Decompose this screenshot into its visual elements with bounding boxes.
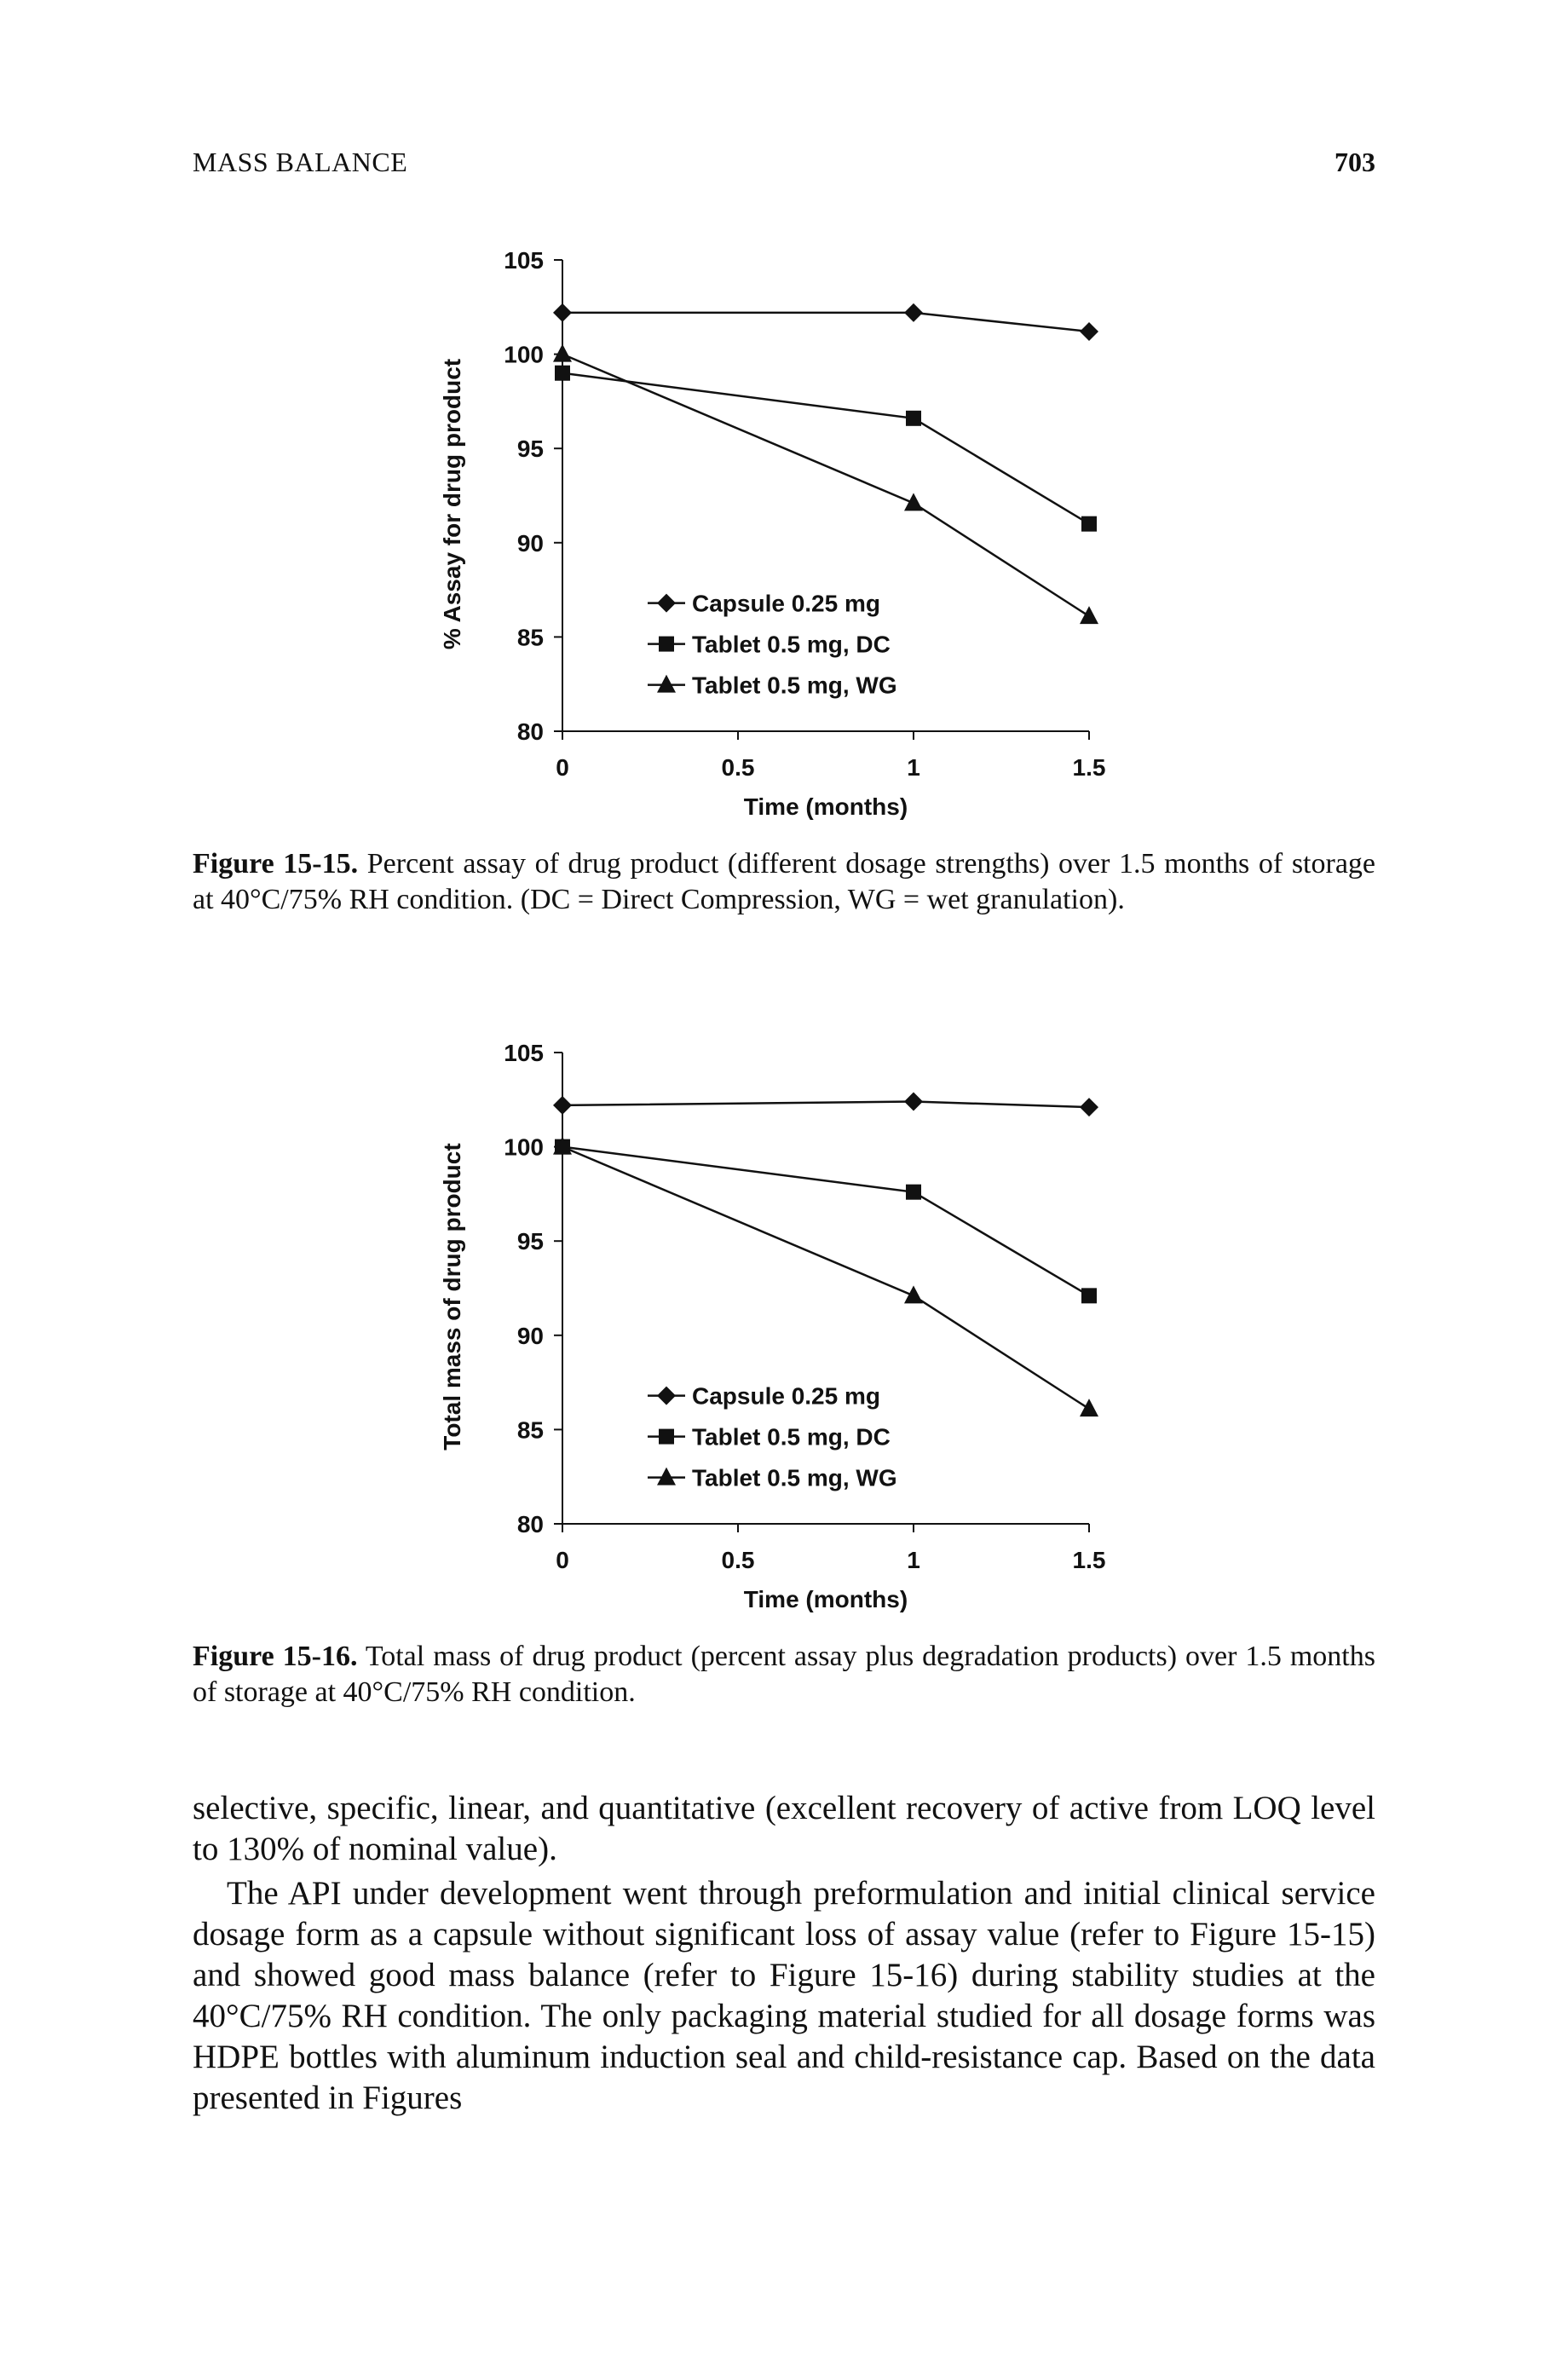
data-point: [1081, 1288, 1097, 1304]
y-tick-label: 95: [517, 436, 544, 462]
body-paragraph: selective, specific, linear, and quantit…: [193, 1790, 1375, 1867]
legend-label: Tablet 0.5 mg, WG: [692, 672, 897, 699]
series-square: [555, 365, 1097, 532]
running-head: MASS BALANCE 703: [193, 147, 1375, 184]
y-tick-label: 80: [517, 1511, 544, 1537]
y-axis-label: Total mass of drug product: [439, 1143, 465, 1450]
x-tick-label: 1: [907, 1547, 920, 1573]
data-point: [1080, 1098, 1098, 1117]
body-text: selective, specific, linear, and quantit…: [193, 1788, 1375, 2119]
x-tick-label: 0: [556, 1547, 569, 1573]
data-point: [904, 1092, 923, 1111]
data-point: [553, 1095, 572, 1115]
series-line: [562, 311, 1090, 333]
y-tick-label: 100: [504, 1134, 544, 1161]
section-title: MASS BALANCE: [193, 147, 408, 177]
y-tick-label: 105: [504, 247, 544, 274]
data-point: [906, 1184, 921, 1200]
legend-label: Tablet 0.5 mg, DC: [692, 632, 891, 658]
x-tick-label: 0.5: [722, 754, 755, 781]
series-line: [562, 1145, 1090, 1297]
figure-15-16-caption: Figure 15-16. Total mass of drug product…: [193, 1639, 1375, 1710]
series-diamond: [553, 1092, 1098, 1117]
legend-marker: [657, 674, 676, 693]
legend-marker: [659, 636, 674, 652]
data-point: [1080, 1399, 1098, 1417]
data-point: [553, 343, 572, 362]
data-point: [553, 1136, 572, 1155]
series-diamond: [553, 303, 1098, 342]
legend-marker: [657, 1386, 676, 1405]
y-tick-label: 95: [517, 1228, 544, 1255]
series-line: [562, 1100, 1090, 1109]
data-point: [906, 410, 921, 426]
figure-15-16-text: Total mass of drug product (percent assa…: [193, 1641, 1375, 1708]
series-square: [555, 1139, 1097, 1304]
x-tick-label: 0: [556, 754, 569, 781]
legend-label: Capsule 0.25 mg: [692, 591, 880, 617]
series-line: [562, 1145, 1090, 1410]
data-point: [904, 1285, 923, 1304]
legend-marker: [659, 1428, 674, 1445]
legend-label: Tablet 0.5 mg, WG: [692, 1465, 897, 1491]
series-line: [562, 372, 1090, 525]
figure-15-15-text: Percent assay of drug product (different…: [193, 848, 1376, 915]
y-tick-label: 80: [517, 718, 544, 745]
x-tick-label: 1: [907, 754, 920, 781]
x-axis-label: Time (months): [744, 793, 908, 820]
figure-15-15-caption: Figure 15-15. Percent assay of drug prod…: [193, 846, 1375, 918]
x-axis-label: Time (months): [744, 1586, 908, 1612]
y-axis-label: % Assay for drug product: [439, 359, 465, 649]
y-tick-label: 85: [517, 624, 544, 650]
data-point: [904, 303, 923, 322]
body-paragraph: The API under development went through p…: [193, 1875, 1375, 2116]
legend-label: Capsule 0.25 mg: [692, 1383, 880, 1410]
data-point: [1080, 606, 1098, 625]
y-tick-label: 90: [517, 530, 544, 557]
y-tick-label: 100: [504, 342, 544, 368]
y-tick-label: 85: [517, 1416, 544, 1443]
data-point: [553, 303, 572, 322]
data-point: [1081, 516, 1097, 532]
x-tick-label: 1.5: [1073, 1547, 1106, 1573]
x-tick-label: 0.5: [722, 1547, 755, 1573]
series-line: [562, 353, 1090, 618]
series-triangle: [553, 1136, 1098, 1417]
legend-marker: [657, 1467, 676, 1485]
figure-15-15-label: Figure 15-15.: [193, 848, 359, 880]
x-tick-label: 1.5: [1073, 754, 1106, 781]
y-tick-label: 105: [504, 1040, 544, 1066]
series-triangle: [553, 343, 1098, 625]
data-point: [1080, 322, 1098, 342]
data-point: [555, 365, 570, 381]
data-point: [904, 493, 923, 511]
figure-15-16-label: Figure 15-16.: [193, 1641, 358, 1672]
page-number: 703: [1335, 147, 1375, 177]
y-tick-label: 90: [517, 1323, 544, 1349]
legend-marker: [657, 593, 676, 613]
legend-label: Tablet 0.5 mg, DC: [692, 1424, 891, 1451]
